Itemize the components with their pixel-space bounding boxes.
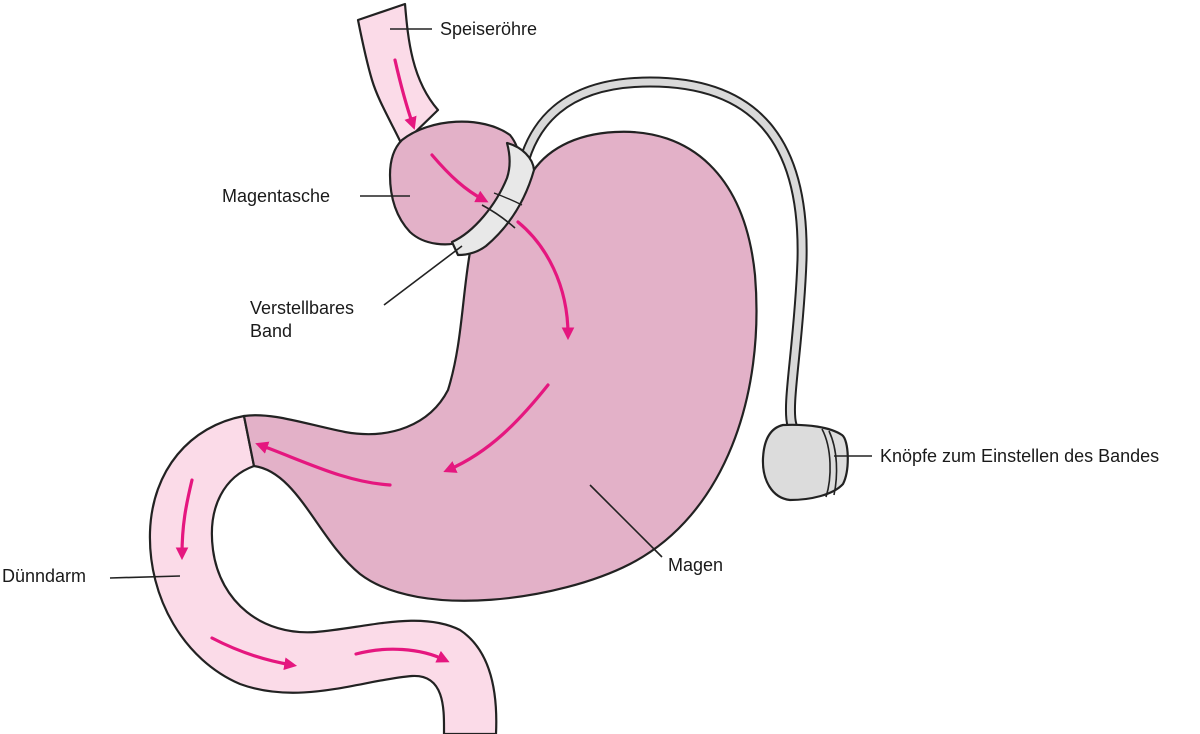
adjustment-tube-inner: [515, 78, 806, 429]
arrow-icon: [393, 58, 417, 130]
arrow-icon: [175, 478, 194, 561]
arrow-icon: [516, 220, 575, 341]
adjustable-band: [450, 141, 536, 257]
label-small-intestine: Dünndarm: [2, 566, 86, 586]
leader-line-stomach: [589, 484, 663, 558]
arrow-icon: [430, 153, 489, 203]
label-esophagus: Speiseröhre: [440, 19, 537, 39]
band-ridge: [481, 204, 516, 229]
label-pouch: Magentasche: [222, 186, 330, 206]
port-body: [761, 423, 849, 502]
label-stomach: Magen: [668, 555, 723, 575]
band-ridge: [493, 192, 523, 206]
leader-lines: [109, 28, 872, 579]
small-intestine: [148, 414, 498, 734]
label-band-line1: Verstellbares: [250, 298, 354, 318]
arrow-icon: [255, 441, 392, 487]
port-rim: [828, 430, 838, 496]
port-icon: [761, 423, 849, 502]
port-rim: [821, 428, 831, 498]
label-band-line2: Band: [250, 321, 292, 341]
arrow-icon: [443, 383, 550, 473]
arrow-icon: [210, 636, 298, 671]
labels: Speiseröhre Magentasche Verstellbares Ba…: [2, 19, 1159, 586]
leader-line-intestine: [109, 575, 181, 579]
label-port: Knöpfe zum Einstellen des Bandes: [880, 446, 1159, 466]
arrow-icon: [354, 647, 450, 663]
leader-line-band: [383, 245, 463, 306]
flow-arrows: [175, 58, 575, 671]
